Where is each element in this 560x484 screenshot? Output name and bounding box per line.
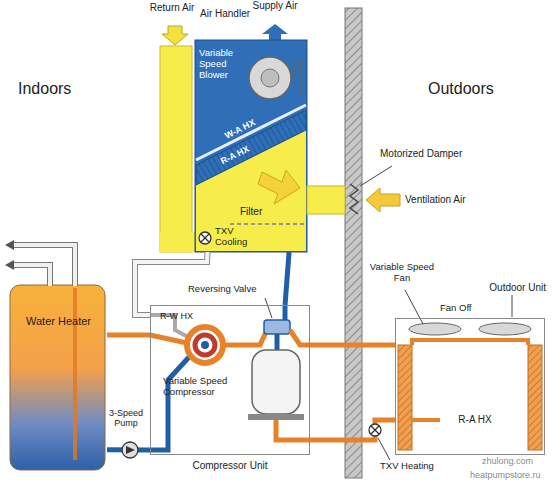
fan [479, 323, 531, 335]
leader-line [512, 295, 513, 317]
outdoor-coil-pipe [412, 418, 440, 422]
pipe-line [310, 420, 395, 440]
node-text-wrap: Water Heater [14, 315, 103, 328]
part-label: Reversing Valve [188, 284, 268, 295]
dip-tube [73, 288, 77, 460]
pipe-arrow [5, 240, 14, 250]
leader-line [265, 298, 272, 318]
ventilation-inner-arrow [258, 170, 300, 204]
pipe-line [107, 332, 150, 337]
node-label: Water Heater [14, 315, 103, 328]
water-heater-tank [10, 285, 105, 470]
wall [345, 8, 362, 478]
part-label: Filter [240, 206, 262, 218]
part-label: R-A HX [445, 414, 505, 426]
outdoor-coil [528, 345, 542, 450]
reversing-valve [264, 320, 290, 334]
supply-air-arrow [262, 24, 288, 40]
part-label: Indoors [18, 80, 71, 98]
part-label: Supply Air [252, 0, 298, 12]
cold-water-pipe [14, 265, 50, 286]
part-label: TXV Cooling [215, 226, 257, 248]
part-label: Ventilation Air [405, 194, 500, 206]
water-heater-tank: Water Heater [10, 285, 107, 470]
blower-hub [261, 69, 279, 87]
watermark: heatpumpstore.ru [470, 470, 541, 480]
node-label: Compressor Unit [151, 460, 309, 472]
refrigerant-pipe [275, 334, 280, 350]
txv-valve [369, 424, 381, 436]
pipe-connector [310, 344, 395, 345]
watermark: zhulong.com [482, 456, 533, 466]
refrigerant-pipe [290, 330, 310, 345]
part-label: R-W HX [160, 311, 193, 321]
outdoor-coil-pipe [412, 340, 528, 345]
compressor [252, 350, 300, 414]
fan [409, 323, 461, 335]
motorized-damper [350, 184, 358, 214]
part-label: Variable Speed Fan [366, 262, 438, 284]
leader-line [360, 166, 392, 186]
air-handler-body [195, 40, 307, 252]
pipe-connector [107, 334, 150, 335]
leader-line [378, 438, 390, 460]
part-label: Outdoors [428, 80, 494, 98]
outdoor-unit-box: Outdoor Unit [395, 318, 545, 455]
pipe-line [285, 252, 289, 305]
return-duct-bottom [160, 232, 200, 252]
part-label: TXV Heating [380, 461, 434, 472]
blower [249, 57, 291, 99]
hot-water-pipe [14, 245, 75, 286]
node-text-wrap: Compressor Unit [151, 460, 309, 472]
r-w-hx-core [201, 341, 209, 349]
blower-housing [291, 60, 300, 96]
pipe-line [310, 342, 395, 347]
ventilation-arrow [366, 188, 400, 212]
part-label: Return Air [148, 2, 196, 14]
compressor-base [248, 414, 304, 420]
return-air-arrow [162, 26, 188, 45]
part-label: Fan Off [440, 303, 472, 314]
node-label: Outdoor Unit [489, 282, 546, 294]
r-w-hx-coil [195, 335, 215, 355]
refrigerant-pipe [276, 420, 310, 440]
pump [122, 442, 138, 458]
txv-valve [199, 232, 211, 244]
ventilation-duct [307, 186, 345, 214]
part-label: Motorized Damper [380, 148, 475, 160]
water-pipe [150, 335, 187, 343]
hot-water-pipe [14, 245, 75, 286]
part-label: Variable Speed Blower [199, 48, 247, 81]
return-duct [160, 46, 192, 252]
refrigerant-pipe [223, 332, 266, 345]
water-pipe [150, 356, 190, 450]
pipe-connector [310, 420, 395, 440]
outdoor-coil [398, 345, 412, 450]
filter [230, 223, 306, 225]
node-text-wrap: Outdoor Unit [489, 282, 546, 294]
part-label: Variable Speed Compressor [163, 376, 245, 398]
part-label: 3-Speed Pump [104, 408, 148, 429]
pipe-connector [285, 252, 289, 305]
r-w-hx-coil [187, 327, 223, 363]
cold-water-pipe [14, 265, 50, 286]
pipe-arrow [5, 260, 14, 270]
